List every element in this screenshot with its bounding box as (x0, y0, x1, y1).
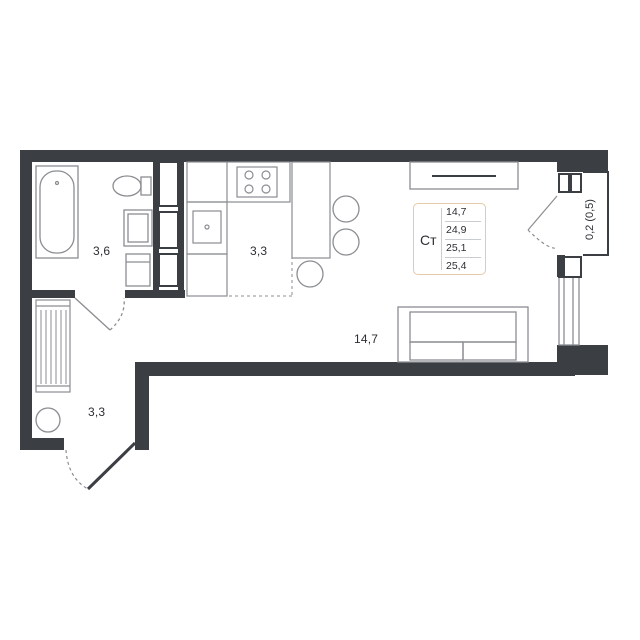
window (558, 276, 580, 346)
washer (125, 253, 151, 287)
card-separator (445, 257, 481, 258)
kitchen-counter (186, 161, 291, 297)
balcony (583, 171, 609, 256)
tv-stand (409, 161, 519, 190)
balcony-area-label: 0,2 (0,5) (584, 199, 596, 240)
kitchen-sink-icon (192, 210, 222, 244)
balcony-door-frame (558, 173, 582, 278)
toilet (112, 175, 152, 197)
stove-icon (236, 166, 278, 198)
living-area-label: 14,7 (354, 332, 379, 346)
entrance-door (65, 441, 137, 491)
area-value-total-1: 24,9 (446, 224, 467, 236)
card-separator (445, 239, 481, 240)
area-value-total-3: 25,4 (446, 260, 467, 272)
fridge (291, 161, 331, 259)
wardrobe (35, 299, 71, 393)
card-separator (445, 221, 481, 222)
round-stool-icon (35, 407, 61, 433)
balcony-door (527, 195, 558, 249)
area-value-total-2: 25,1 (446, 242, 467, 254)
bathroom-sink (123, 209, 153, 247)
area-value-living: 14,7 (446, 206, 467, 218)
sofa (397, 306, 529, 363)
walls (20, 150, 608, 450)
area-summary-card: Ст 14,7 24,9 25,1 25,4 (413, 203, 486, 275)
bathtub (35, 165, 79, 259)
kitchen-area-label: 3,3 (250, 244, 268, 258)
bathroom-area-label: 3,6 (93, 244, 111, 258)
hallway-area-label: 3,3 (88, 405, 106, 419)
card-divider (441, 208, 442, 270)
stool-icons (296, 195, 360, 288)
kitchen-zone (187, 202, 293, 297)
bathroom-door (74, 297, 125, 331)
apartment-type: Ст (420, 232, 437, 248)
shaft (158, 161, 179, 287)
